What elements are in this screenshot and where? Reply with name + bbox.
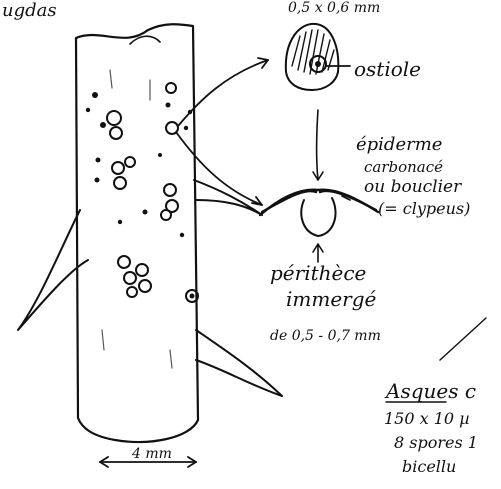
label-asques-4: bicellu (402, 457, 456, 476)
label-epiderme-1: épiderme (356, 134, 442, 155)
label-perithece-1: périthèce (270, 261, 366, 285)
ostiole-shell (286, 24, 350, 90)
asques-pointer (440, 318, 486, 360)
label-asques-1: Asques c (384, 379, 476, 403)
stem-outline (76, 24, 198, 442)
label-asques-3: 8 spores 1 (394, 433, 478, 452)
label-top-dimension: 0,5 x 0,6 mm (288, 0, 380, 16)
label-asques-2: 150 x 10 µ (384, 409, 470, 428)
label-top-left: ugdas (2, 0, 57, 21)
arrow-to-ostiole (178, 60, 268, 126)
label-scale: 4 mm (131, 446, 172, 462)
label-epiderme-4: (= clypeus) (378, 199, 470, 218)
arrow-ostiole-down (317, 110, 319, 180)
label-perithece-2: immergé (286, 287, 377, 311)
perithecia-dots (86, 83, 198, 302)
label-epiderme-2: carbonacé (364, 158, 443, 176)
label-epiderme-3: ou bouclier (364, 177, 462, 197)
arrow-to-perithece (176, 132, 262, 205)
label-ostiole: ostiole (354, 57, 421, 81)
perithece-section (260, 190, 378, 262)
label-perithece-3: de 0,5 - 0,7 mm (270, 328, 381, 344)
